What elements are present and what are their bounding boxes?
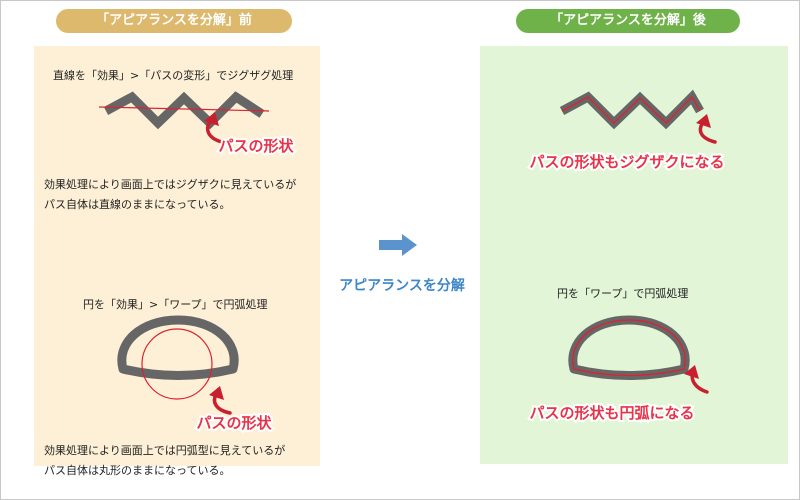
zigzag-note-line-1: 効果処理により画面上ではジグザクに見えているが (44, 178, 297, 191)
after-title: 「アピアランスを分解」後 (516, 9, 740, 33)
arc-note: 効果処理により画面上では円弧型に見えているが パス自体は丸形のままになっている。 (44, 441, 285, 481)
after-zigzag-path (561, 95, 701, 124)
after-arc-path (572, 319, 686, 377)
after-arc-caption: 円を「ワープ」で円弧処理 (557, 287, 689, 300)
right-arrow-icon (379, 234, 417, 256)
arc-original-path (141, 328, 213, 400)
after-panel (480, 46, 788, 464)
arc-note-line-2: パス自体は丸形のままになっている。 (44, 464, 231, 477)
zigzag-pointer-arrowhead (204, 112, 219, 126)
zigzag-note: 効果処理により画面上ではジグザクに見えているが パス自体は直線のままになっている… (44, 175, 296, 215)
after-arc-shape-label: パスの形状も円弧になる (529, 404, 694, 422)
arc-pointer-arrowhead (209, 386, 224, 400)
zigzag-note-line-2: パス自体は直線のままになっている。 (44, 198, 231, 211)
after-zigzag-shape-label: パスの形状もジグザクになる (529, 153, 724, 171)
after-arc-stroke (568, 315, 690, 380)
before-title: 「アピアランスを分解」前 (56, 9, 292, 33)
zigzag-shape-label: パスの形状 (218, 137, 294, 155)
zigzag-stroke (103, 91, 265, 130)
arc-stroke (117, 315, 239, 380)
after-zigzag-pointer-arrowhead (696, 114, 711, 128)
zigzag-caption: 直線を「効果」>「パスの変形」でジグザグ処理 (53, 69, 294, 82)
arc-caption: 円を「効果」>「ワープ」で円弧処理 (83, 298, 268, 311)
arc-shape-label: パスの形状 (196, 414, 272, 432)
arc-note-line-1: 効果処理により画面上では円弧型に見えているが (44, 444, 286, 457)
before-panel (34, 46, 320, 466)
zigzag-original-path (98, 106, 270, 112)
after-arc-pointer-arrowhead (684, 365, 699, 379)
decompose-appearance-label: アピアランスを分解 (339, 278, 465, 294)
